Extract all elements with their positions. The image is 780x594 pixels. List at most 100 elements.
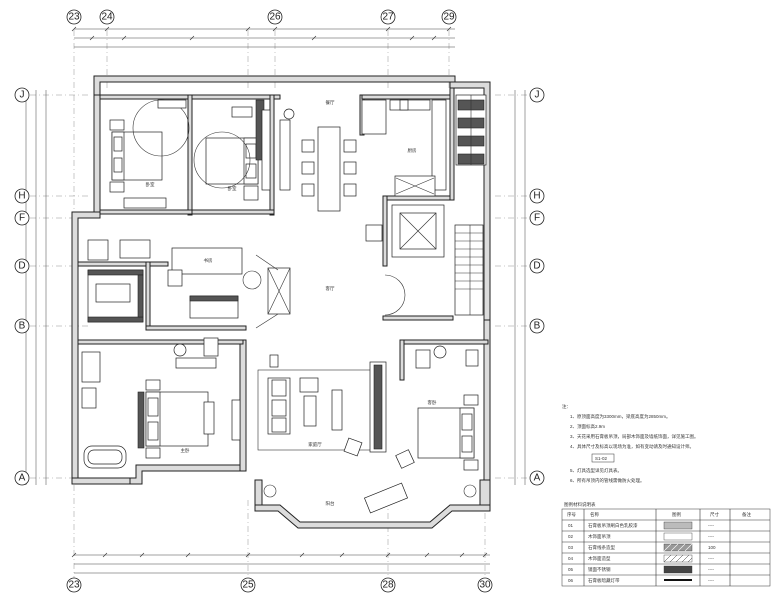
legend-name: 镜面不锈钢: [588, 566, 611, 573]
family-room: 家庭厅: [257, 354, 387, 457]
legend-name: 石膏线条造型: [588, 544, 615, 551]
legend-no: 02: [568, 534, 574, 539]
grid-bubble-bottom: 25: [240, 577, 256, 593]
svg-text:卧室: 卧室: [146, 181, 155, 188]
svg-text:28: 28: [382, 580, 394, 591]
dimension-lines: [23, 26, 526, 574]
grid-bubble-bottom: 28: [380, 577, 396, 593]
svg-text:23: 23: [68, 12, 80, 23]
note-line: 6、所有吊顶内的管线需做防火处理。: [570, 477, 645, 484]
study: 书房: [167, 247, 291, 329]
svg-text:主卧: 主卧: [181, 447, 190, 454]
grid-bubbles-right: J H F D B A: [529, 87, 545, 486]
grid-bubble-top: 27: [380, 9, 396, 25]
walk-in-closet: [87, 239, 151, 323]
grid-bubble-left: A: [14, 470, 30, 486]
svg-text:27: 27: [382, 12, 394, 23]
svg-text:30: 30: [479, 580, 491, 591]
svg-text:26: 26: [269, 12, 281, 23]
legend-table: 图例材料说明表 序号 名称 图例 尺寸 备注 01 石膏板吊顶刷白色乳胶漆 --…: [561, 501, 771, 587]
legend-name: 木饰面造型: [588, 555, 611, 562]
design-notes: 注： 1、原顶面高度为3300mm，梁底高度为2850mm。 2、顶面标高2.9…: [562, 403, 699, 484]
grid-bubble-right: B: [529, 318, 545, 334]
legend-header: 备注: [742, 511, 751, 518]
legend-name: 石膏板暗藏灯带: [588, 577, 620, 584]
note-line: 2、顶面标高2.9m: [570, 423, 605, 430]
svg-text:B: B: [534, 321, 541, 332]
living-room: 客厅: [326, 274, 406, 316]
stair-top: [455, 94, 487, 166]
balcony: 阳台: [263, 482, 477, 514]
svg-text:D: D: [18, 261, 25, 272]
note-line: 1、原顶面高度为3300mm，梁底高度为2850mm。: [570, 413, 671, 420]
dining-room: 餐厅: [279, 99, 387, 212]
legend-size: 100: [708, 545, 716, 550]
legend-swatch-gypsum: [663, 521, 693, 530]
svg-text:客卧: 客卧: [428, 399, 437, 406]
grid-bubble-right: F: [529, 210, 545, 226]
stair-right: [454, 224, 484, 316]
kitchen: 厨房: [389, 99, 447, 197]
grid-bubble-top: 29: [441, 9, 457, 25]
bedroom-1: 卧室: [109, 99, 190, 209]
grid-bubble-left: B: [14, 318, 30, 334]
svg-text:H: H: [533, 191, 540, 202]
svg-text:25: 25: [242, 580, 254, 591]
legend-swatch-molding: [663, 543, 693, 552]
legend-size: ----: [708, 534, 714, 539]
svg-text:阳台: 阳台: [326, 500, 335, 507]
svg-text:D: D: [533, 261, 540, 272]
grid-bubble-left: J: [14, 87, 30, 103]
interior-walls: [77, 87, 489, 381]
svg-text:餐厅: 餐厅: [326, 99, 335, 106]
legend-header: 名称: [590, 511, 599, 518]
svg-text:A: A: [534, 473, 541, 484]
grid-bubble-right: D: [529, 258, 545, 274]
svg-text:卧室: 卧室: [228, 185, 237, 192]
grid-bubble-left: H: [14, 188, 30, 204]
svg-text:J: J: [535, 90, 540, 101]
svg-text:书房: 书房: [204, 257, 213, 264]
legend-no: 05: [568, 567, 574, 572]
svg-text:F: F: [534, 213, 540, 224]
legend-title: 图例材料说明表: [564, 501, 596, 508]
grid-bubbles-left: J H F D B A: [14, 87, 30, 486]
legend-no: 03: [568, 545, 574, 550]
grid-bubble-bottom: 30: [477, 577, 493, 593]
note-line: 5、灯具选型详见灯具表。: [570, 467, 622, 474]
grid-bubble-right: J: [529, 87, 545, 103]
note-ref-tag: S1-02: [595, 456, 608, 461]
grid-bubble-top: 23: [66, 9, 82, 25]
legend-no: 04: [568, 556, 574, 561]
bedroom-2: 卧室: [193, 99, 271, 201]
notes-heading: 注：: [562, 403, 571, 410]
master-bedroom: 主卧: [137, 379, 241, 459]
legend-header: 序号: [567, 511, 576, 518]
grid-bubbles-bottom: 23 25 28 30: [66, 577, 493, 593]
grid-bubble-left: F: [14, 210, 30, 226]
legend-name: 石膏板吊顶刷白色乳胶漆: [588, 522, 638, 529]
grid-bubble-bottom: 23: [66, 577, 82, 593]
legend-no: 06: [568, 578, 574, 583]
grid-bubble-right: A: [529, 470, 545, 486]
svg-text:B: B: [19, 321, 26, 332]
elevator: [365, 204, 445, 258]
legend-size: ----: [708, 567, 714, 572]
svg-text:家庭厅: 家庭厅: [308, 441, 322, 448]
svg-text:厨房: 厨房: [408, 147, 417, 154]
bathroom-1: [81, 337, 219, 469]
guest-bedroom: 客卧: [395, 345, 479, 471]
legend-swatch-steel: [663, 565, 693, 574]
legend-swatch-wood: [663, 532, 693, 541]
svg-text:F: F: [19, 213, 25, 224]
legend-name: 木饰面吊顶: [588, 533, 611, 540]
legend-no: 01: [568, 523, 574, 528]
legend-swatch-wood-feature: [663, 554, 693, 563]
grid-bubble-top: 24: [99, 9, 115, 25]
svg-text:H: H: [18, 191, 25, 202]
grid-bubble-left: D: [14, 258, 30, 274]
svg-text:23: 23: [68, 580, 80, 591]
note-line: 4、具体尺寸及标高以现场为准，如有变动请及时通知设计师。: [570, 443, 694, 450]
grid-bubble-right: H: [529, 188, 545, 204]
